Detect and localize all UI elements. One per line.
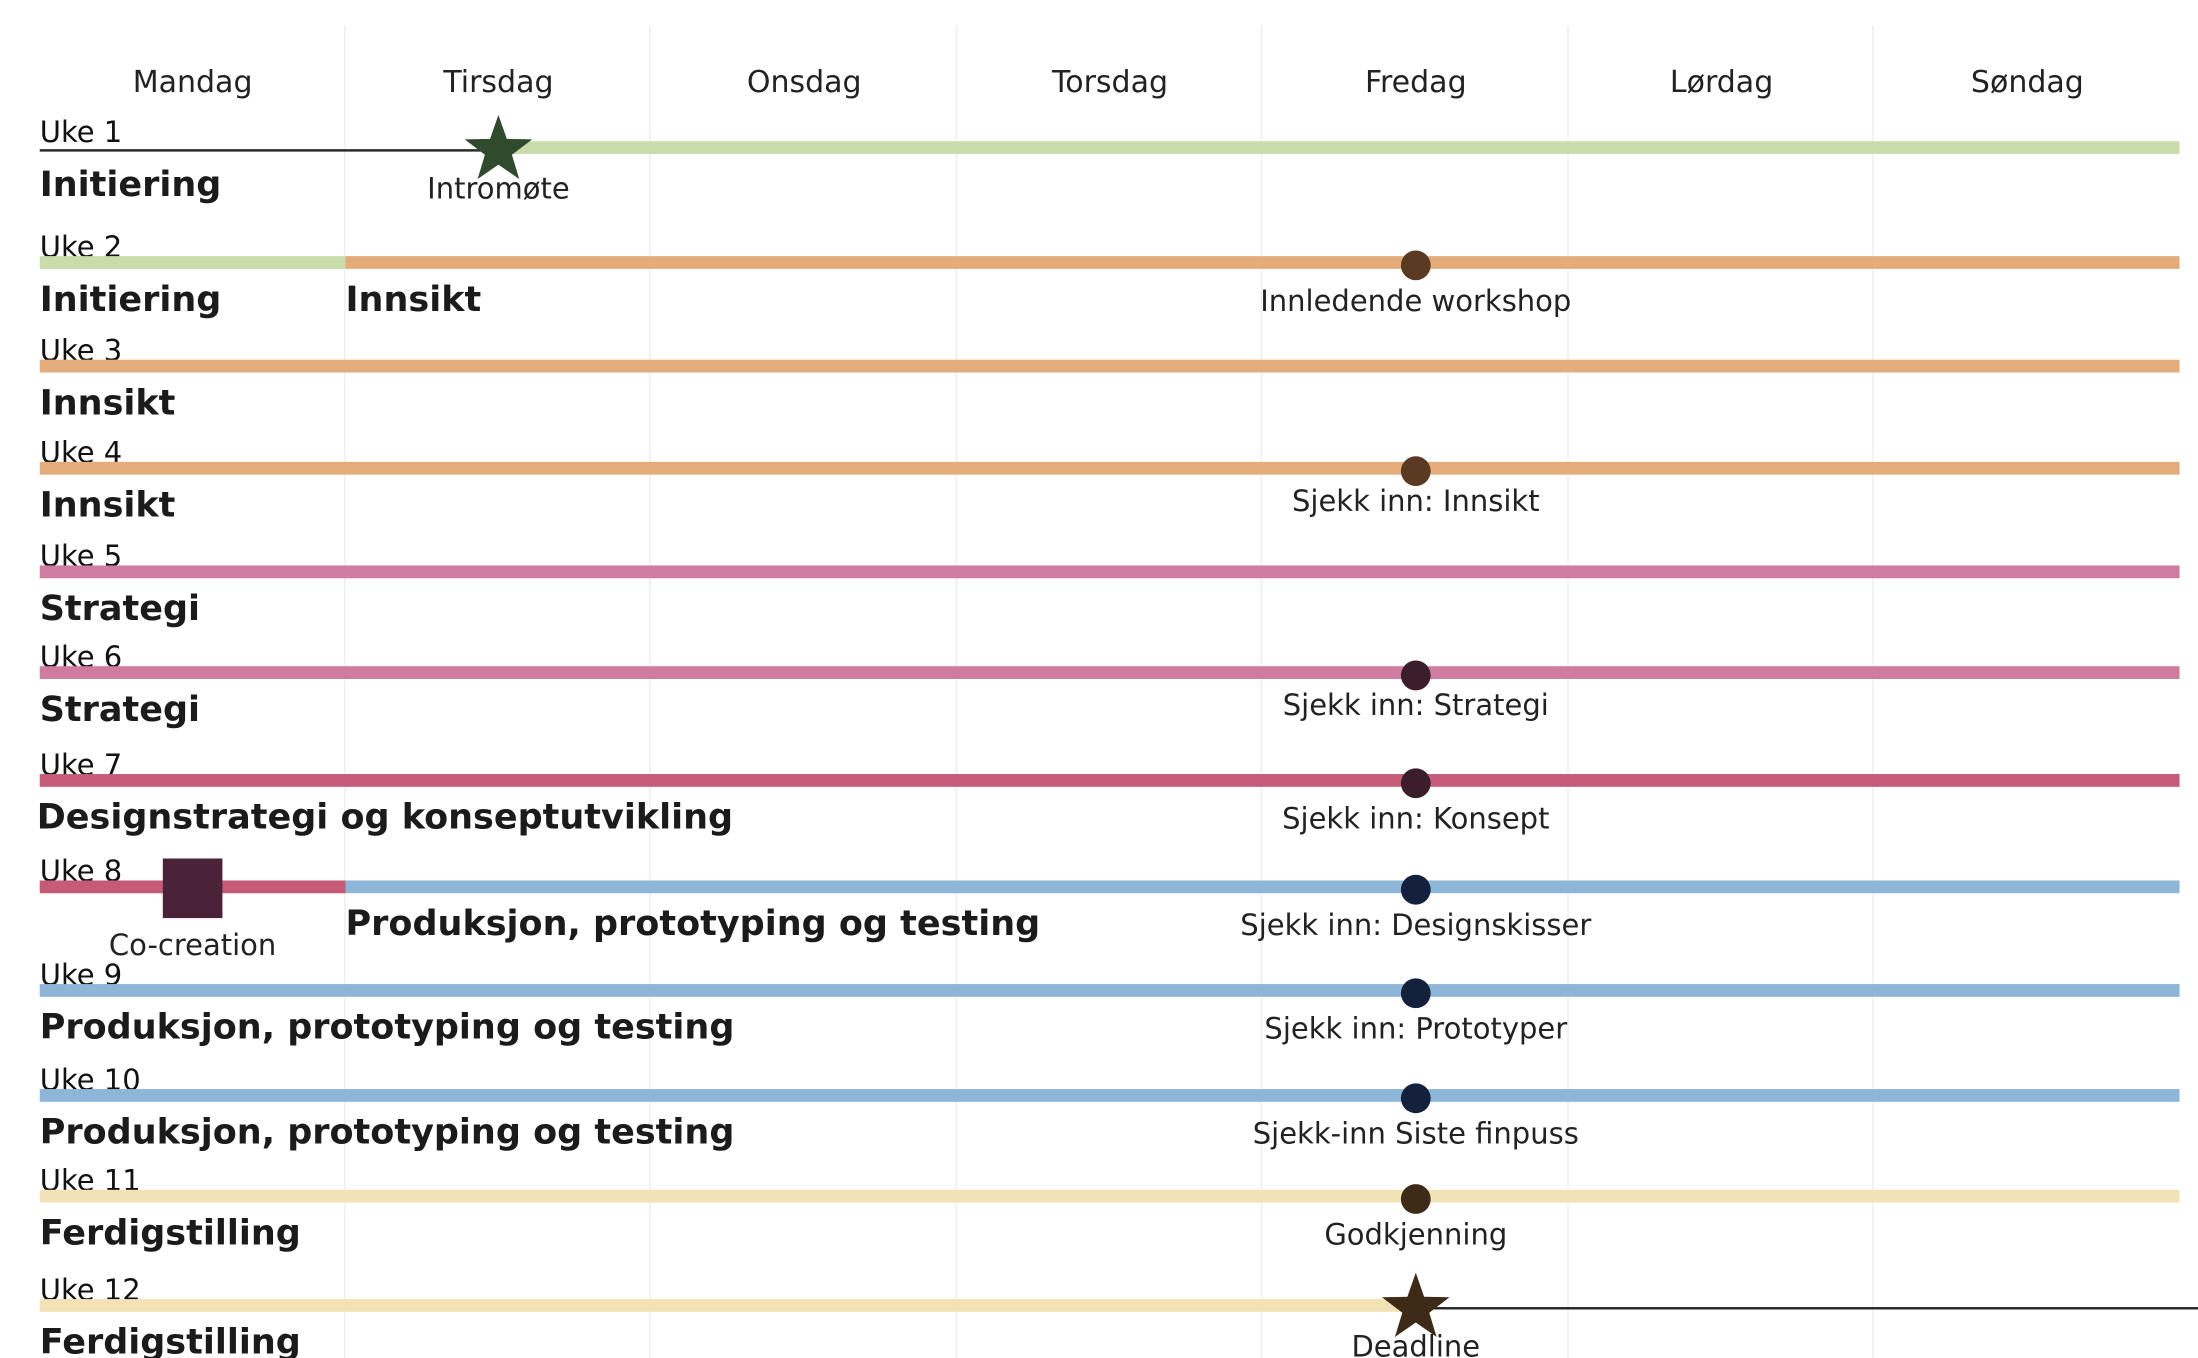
phase-label: Strategi xyxy=(40,690,200,730)
milestone-label: Co-creation xyxy=(109,928,276,962)
checkin-dot-icon xyxy=(1400,456,1431,487)
phase-label: Innsikt xyxy=(40,383,176,423)
milestone-label: Sjekk inn: Innsikt xyxy=(1292,484,1540,518)
phase-label: Ferdigstilling xyxy=(40,1213,301,1253)
milestone-label: Deadline xyxy=(1351,1330,1480,1358)
phase-label: Strategi xyxy=(40,589,200,629)
phase-label: Innsikt xyxy=(40,486,176,526)
milestone-label: Sjekk-inn Siste finpuss xyxy=(1253,1117,1579,1151)
milestone-label: Sjekk inn: Strategi xyxy=(1283,688,1549,722)
phase-bar xyxy=(39,1089,2180,1102)
milestone-label: Godkjenning xyxy=(1324,1217,1507,1251)
cocreation-square-icon xyxy=(162,858,223,919)
phase-bar xyxy=(39,461,2180,475)
phase-label: Initiering xyxy=(40,280,222,320)
day-header-2: Tirsdag xyxy=(442,65,553,100)
day-header-4: Torsdag xyxy=(1051,65,1168,100)
phase-bar xyxy=(39,359,2180,373)
milestone-label: Innledende workshop xyxy=(1260,284,1571,318)
checkin-dot-icon xyxy=(1400,1184,1431,1214)
phase-bar xyxy=(39,984,2180,997)
phase-bar xyxy=(498,141,2180,154)
checkin-dot-icon xyxy=(1400,250,1431,281)
phase-bar xyxy=(39,774,2180,787)
day-header-1: Mandag xyxy=(133,65,253,100)
milestone-label: Sjekk inn: Prototyper xyxy=(1264,1012,1567,1046)
milestone-star-icon xyxy=(464,114,533,180)
phase-label: Ferdigstilling xyxy=(40,1323,301,1358)
day-header-3: Onsdag xyxy=(747,65,862,100)
milestone-label: Sjekk inn: Konsept xyxy=(1282,802,1549,836)
phase-bar xyxy=(39,666,2180,679)
checkin-dot-icon xyxy=(1400,660,1431,691)
phase-label: Designstrategi og konseptutvikling xyxy=(37,798,733,838)
phase-label: Produksjon, prototyping og testing xyxy=(346,904,1041,944)
day-header: Mandag Tirsdag Onsdag Torsdag Fredag Lørdag Sø… xyxy=(133,65,2084,100)
phase-label: Produksjon, prototyping og testing xyxy=(40,1113,735,1153)
day-header-5: Fredag xyxy=(1365,65,1467,100)
milestone-label: Intromøte xyxy=(427,172,570,206)
milestone-label: Sjekk inn: Designskisser xyxy=(1240,908,1591,942)
phase-bar xyxy=(39,565,2180,579)
week-row: Uke 1 Initiering Intromøte xyxy=(39,114,2180,206)
checkin-dot-icon xyxy=(1400,1083,1431,1114)
phase-bar xyxy=(39,1299,1416,1312)
phase-bar xyxy=(39,256,346,269)
phase-label: Initiering xyxy=(40,165,222,205)
checkin-dot-icon xyxy=(1400,768,1431,799)
phase-bar xyxy=(345,880,2180,894)
phase-label: Innsikt xyxy=(346,280,482,320)
phase-label: Produksjon, prototyping og testing xyxy=(40,1008,735,1048)
checkin-dot-icon xyxy=(1400,978,1431,1009)
week-label: Uke 1 xyxy=(40,115,123,149)
checkin-dot-icon xyxy=(1400,874,1431,905)
phase-bar xyxy=(345,256,2180,269)
day-gridlines xyxy=(344,25,1874,1358)
day-header-7: Søndag xyxy=(1971,65,2084,100)
milestone-star-icon xyxy=(1382,1272,1450,1337)
phase-bar xyxy=(39,1189,2180,1203)
day-header-6: Lørdag xyxy=(1670,65,1773,100)
